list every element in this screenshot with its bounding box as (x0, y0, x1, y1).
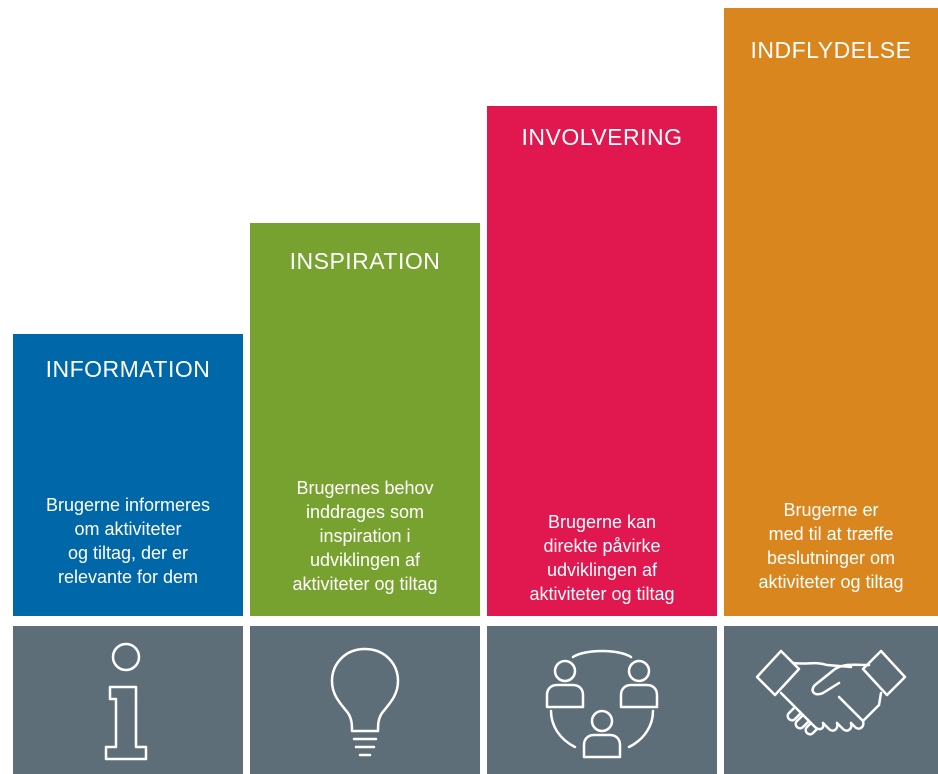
step-information: INFORMATION Brugerne informeres om aktiv… (13, 334, 243, 616)
step-description: Brugerne informeres om aktiviteter og ti… (45, 495, 211, 587)
step-title: INSPIRATION (289, 248, 441, 274)
step-title: INDFLYDELSE (750, 37, 912, 63)
step-description: Brugerne er med til at træffe beslutning… (758, 500, 904, 592)
people-network-icon (545, 649, 659, 759)
handshake-icon (755, 649, 907, 736)
step-title: INFORMATION (45, 356, 211, 382)
step-title: INVOLVERING (521, 124, 683, 150)
info-icon (104, 642, 148, 761)
icon-tile-indflydelse (724, 626, 938, 774)
step-involvering: INVOLVERING Brugerne kan direkte påvirke… (487, 106, 717, 616)
icon-tile-information (13, 626, 243, 774)
step-inspiration: INSPIRATION Brugernes behov inddrages so… (250, 223, 480, 616)
step-description: Brugerne kan direkte påvirke udviklingen… (529, 512, 675, 604)
step-indflydelse: INDFLYDELSE Brugerne er med til at træff… (724, 8, 938, 616)
lightbulb-icon (330, 647, 400, 757)
icon-tile-inspiration (250, 626, 480, 774)
step-description: Brugernes behov inddrages som inspiratio… (292, 478, 438, 594)
icon-tile-involvering (487, 626, 717, 774)
